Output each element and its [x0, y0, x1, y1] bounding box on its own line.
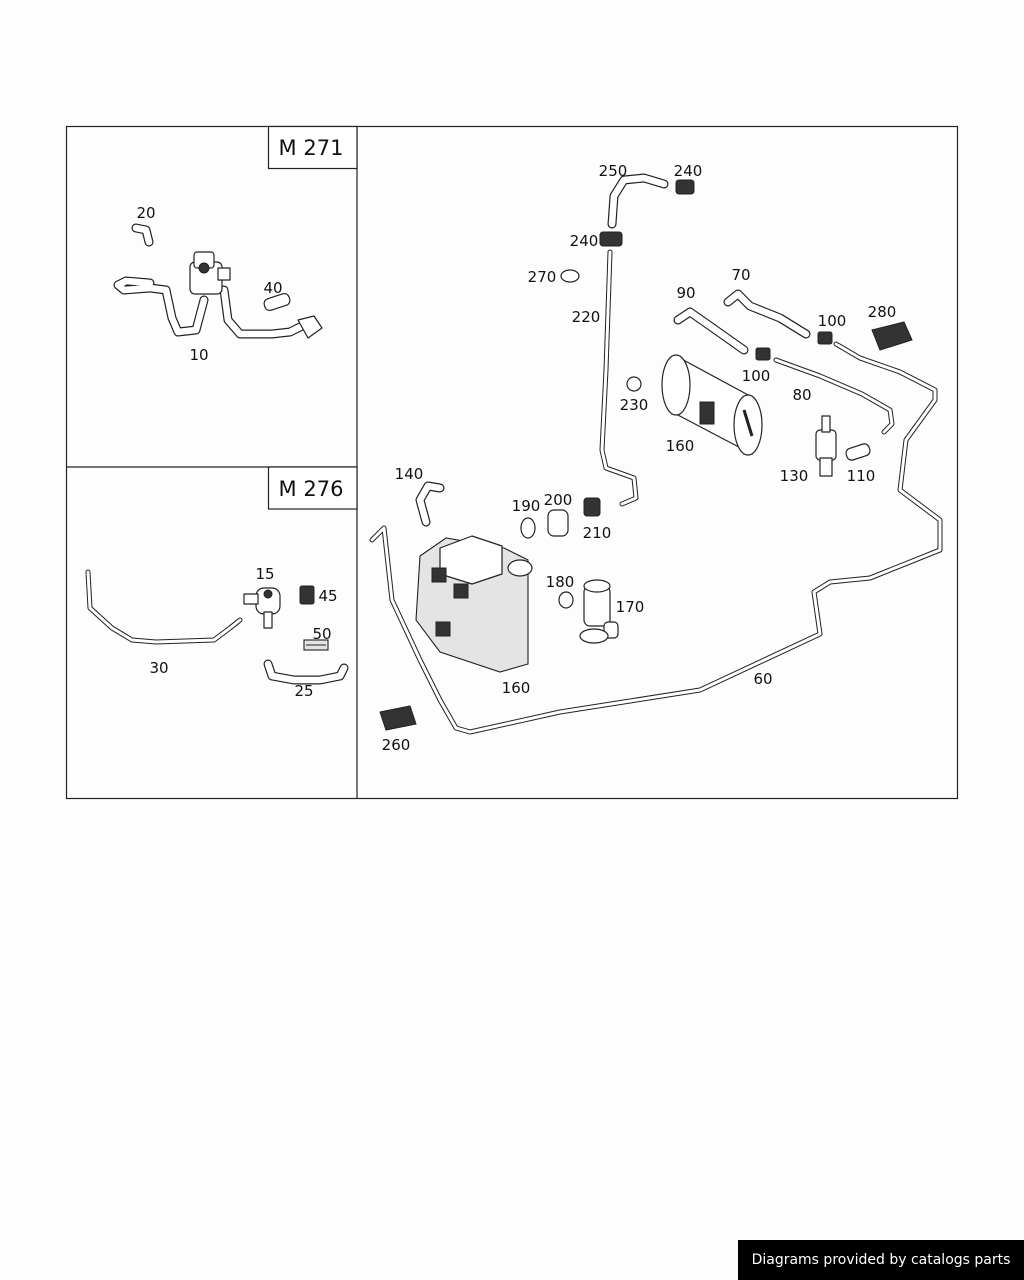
part-label-45: 45	[318, 587, 337, 605]
part-label-130: 130	[780, 467, 809, 485]
part-label-110: 110	[847, 467, 876, 485]
part-label-270: 270	[528, 268, 557, 286]
part-label-10: 10	[189, 346, 208, 364]
part-label-60: 60	[753, 670, 772, 688]
part-label-50: 50	[312, 625, 331, 643]
part-label-100-right: 100	[818, 312, 847, 330]
part-label-140: 140	[395, 465, 424, 483]
charcoal-canister-lower	[415, 535, 533, 673]
part-label-160-upper: 160	[666, 437, 695, 455]
part-label-220: 220	[572, 308, 601, 326]
part-label-160-lower: 160	[502, 679, 531, 697]
footer-credit-badge: Diagrams provided by catalogs parts	[738, 1240, 1024, 1280]
part-label-25: 25	[294, 682, 313, 700]
m276-assembly	[85, 569, 349, 685]
footer-credit-text: Diagrams provided by catalogs parts	[751, 1252, 1011, 1268]
part-label-230: 230	[620, 396, 649, 414]
engine-label-m271: M 271	[279, 136, 344, 160]
part-label-80: 80	[792, 386, 811, 404]
part-label-70: 70	[731, 266, 750, 284]
part-label-15: 15	[255, 565, 274, 583]
part-label-200: 200	[544, 491, 573, 509]
part-label-180: 180	[546, 573, 575, 591]
charcoal-canister-upper	[661, 354, 763, 456]
part-label-20: 20	[136, 204, 155, 222]
purge-pump	[579, 579, 619, 644]
part-label-170: 170	[616, 598, 645, 616]
part-label-280: 280	[868, 303, 897, 321]
part-label-190: 190	[512, 497, 541, 515]
part-label-100-left: 100	[742, 367, 771, 385]
part-label-90: 90	[676, 284, 695, 302]
diagram-frame	[65, 125, 959, 800]
part-label-30: 30	[149, 659, 168, 677]
part-label-210: 210	[583, 524, 612, 542]
part-label-250: 250	[599, 162, 628, 180]
part-label-240-top: 240	[674, 162, 703, 180]
part-label-240-mid: 240	[570, 232, 599, 250]
part-label-40: 40	[263, 279, 282, 297]
main-assembly	[369, 173, 943, 735]
m271-assembly	[113, 223, 323, 339]
engine-label-m276: M 276	[279, 477, 344, 501]
part-label-260: 260	[382, 736, 411, 754]
